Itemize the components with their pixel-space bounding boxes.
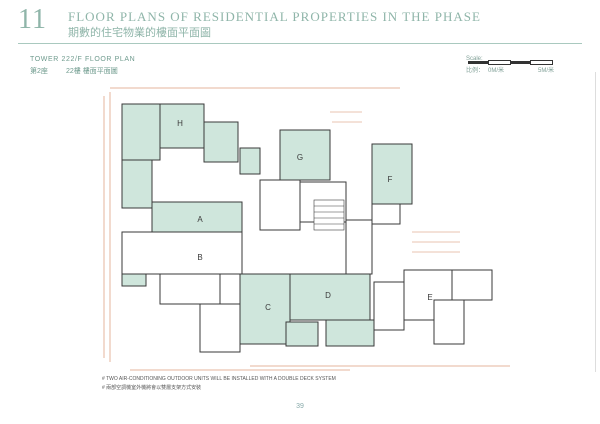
room-outlines: [121, 179, 493, 353]
unit-label-d: D: [325, 291, 331, 300]
edge-divider: [595, 72, 596, 372]
note-zh: # 兩部空調機室外機將會以雙層支架方式安裝: [102, 385, 202, 391]
header-rule: [18, 43, 582, 44]
plan-title-floor-en: 22/F FLOOR PLAN: [66, 56, 136, 63]
page-number: 39: [296, 403, 304, 410]
scale-start: 0M/米: [488, 68, 505, 74]
scale-end: 5M/米: [538, 68, 555, 74]
unit-label-c: C: [265, 303, 271, 312]
plan-title-tower-zh: 第2座: [30, 68, 48, 75]
unit-label-f: F: [388, 175, 393, 184]
header-number: 11: [18, 4, 47, 35]
unit-label-b: B: [197, 253, 202, 262]
scale-bar: [468, 60, 553, 65]
unit-label-group: A B C D E F G H: [177, 119, 433, 312]
scale-label-zh: 比例：: [466, 68, 485, 74]
note-en: # TWO AIR-CONDITIONING OUTDOOR UNITS WIL…: [102, 376, 336, 382]
floor-plan: A B C D E F G H: [103, 87, 510, 371]
unit-label-g: G: [297, 153, 303, 162]
plan-title-tower-en: TOWER 2: [30, 56, 66, 63]
plan-title-floor-zh: 22樓 樓面平面圖: [66, 68, 118, 75]
header-title-zh: 期數的住宅物業的樓面平面圖: [68, 27, 211, 39]
unit-label-e: E: [427, 293, 432, 302]
annotation-leaders: [330, 111, 460, 253]
dimension-lines: [103, 87, 510, 371]
stair-core: [313, 199, 345, 231]
room-fills: [121, 103, 413, 347]
unit-label-a: A: [197, 215, 203, 224]
scale-label-en: Scale:: [466, 56, 483, 62]
header-title-en: FLOOR PLANS OF RESIDENTIAL PROPERTIES IN…: [68, 9, 481, 24]
unit-label-h: H: [177, 119, 183, 128]
